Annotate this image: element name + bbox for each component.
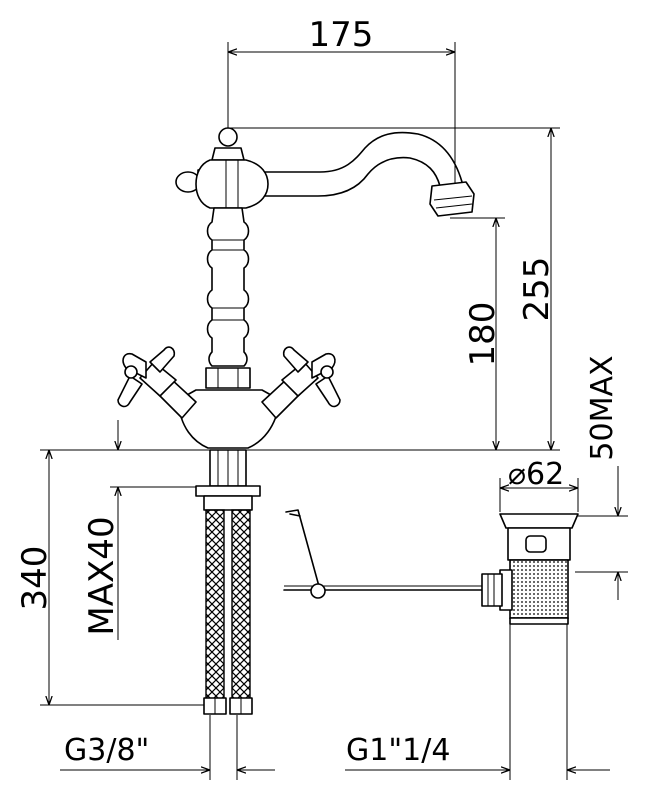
- dimension-waste-max: 50MAX: [575, 355, 628, 600]
- collar: [205, 367, 251, 389]
- left-handle-arm-1: [122, 352, 147, 379]
- dimension-spout-height: 180: [450, 217, 505, 450]
- dimension-label-max40: MAX40: [82, 516, 122, 635]
- aerator: [429, 181, 475, 217]
- hose-right: [231, 509, 251, 701]
- faucet: [117, 127, 475, 449]
- dimension-supply-thread: G3/8": [60, 715, 275, 780]
- pop-up-waste: [283, 509, 579, 625]
- mounting-nut: [195, 485, 261, 497]
- right-handle-arm-1: [311, 352, 336, 379]
- right-handle-arm-2: [282, 346, 309, 373]
- pivot-clevis: [310, 583, 326, 599]
- dimension-total-height: 255: [228, 127, 560, 450]
- dimension-label-d62: ⌀62: [508, 457, 564, 492]
- waste-thread-body: [509, 559, 569, 619]
- dimension-waste-thread: G1"1/4: [345, 620, 610, 780]
- waste-side-nut: [481, 573, 503, 607]
- dimension-label-g38: G3/8": [64, 733, 149, 768]
- dimension-label-340: 340: [15, 546, 55, 611]
- waste-flange: [499, 513, 579, 529]
- dimension-label-180: 180: [463, 302, 503, 367]
- top-hub: [195, 159, 269, 209]
- left-handle-arm-3: [117, 375, 143, 408]
- dimension-label-255: 255: [517, 257, 557, 322]
- left-handle-arm-2: [149, 346, 176, 373]
- dimension-waste-diameter: ⌀62: [499, 457, 579, 512]
- dimension-label-175: 175: [309, 15, 374, 55]
- dimension-pipe-length: 340: [15, 450, 215, 706]
- dimension-label-g114: G1"1/4: [346, 733, 450, 768]
- dimension-label-50max: 50MAX: [585, 355, 620, 460]
- supply-hoses: [195, 449, 261, 715]
- dimension-max-deck: MAX40: [82, 420, 200, 640]
- right-handle-arm-3: [315, 375, 341, 408]
- lift-rod: [285, 509, 321, 591]
- dimension-spout-reach: 175: [227, 15, 456, 190]
- column: [206, 207, 250, 367]
- hose-left: [205, 509, 225, 701]
- top-finial: [218, 127, 238, 147]
